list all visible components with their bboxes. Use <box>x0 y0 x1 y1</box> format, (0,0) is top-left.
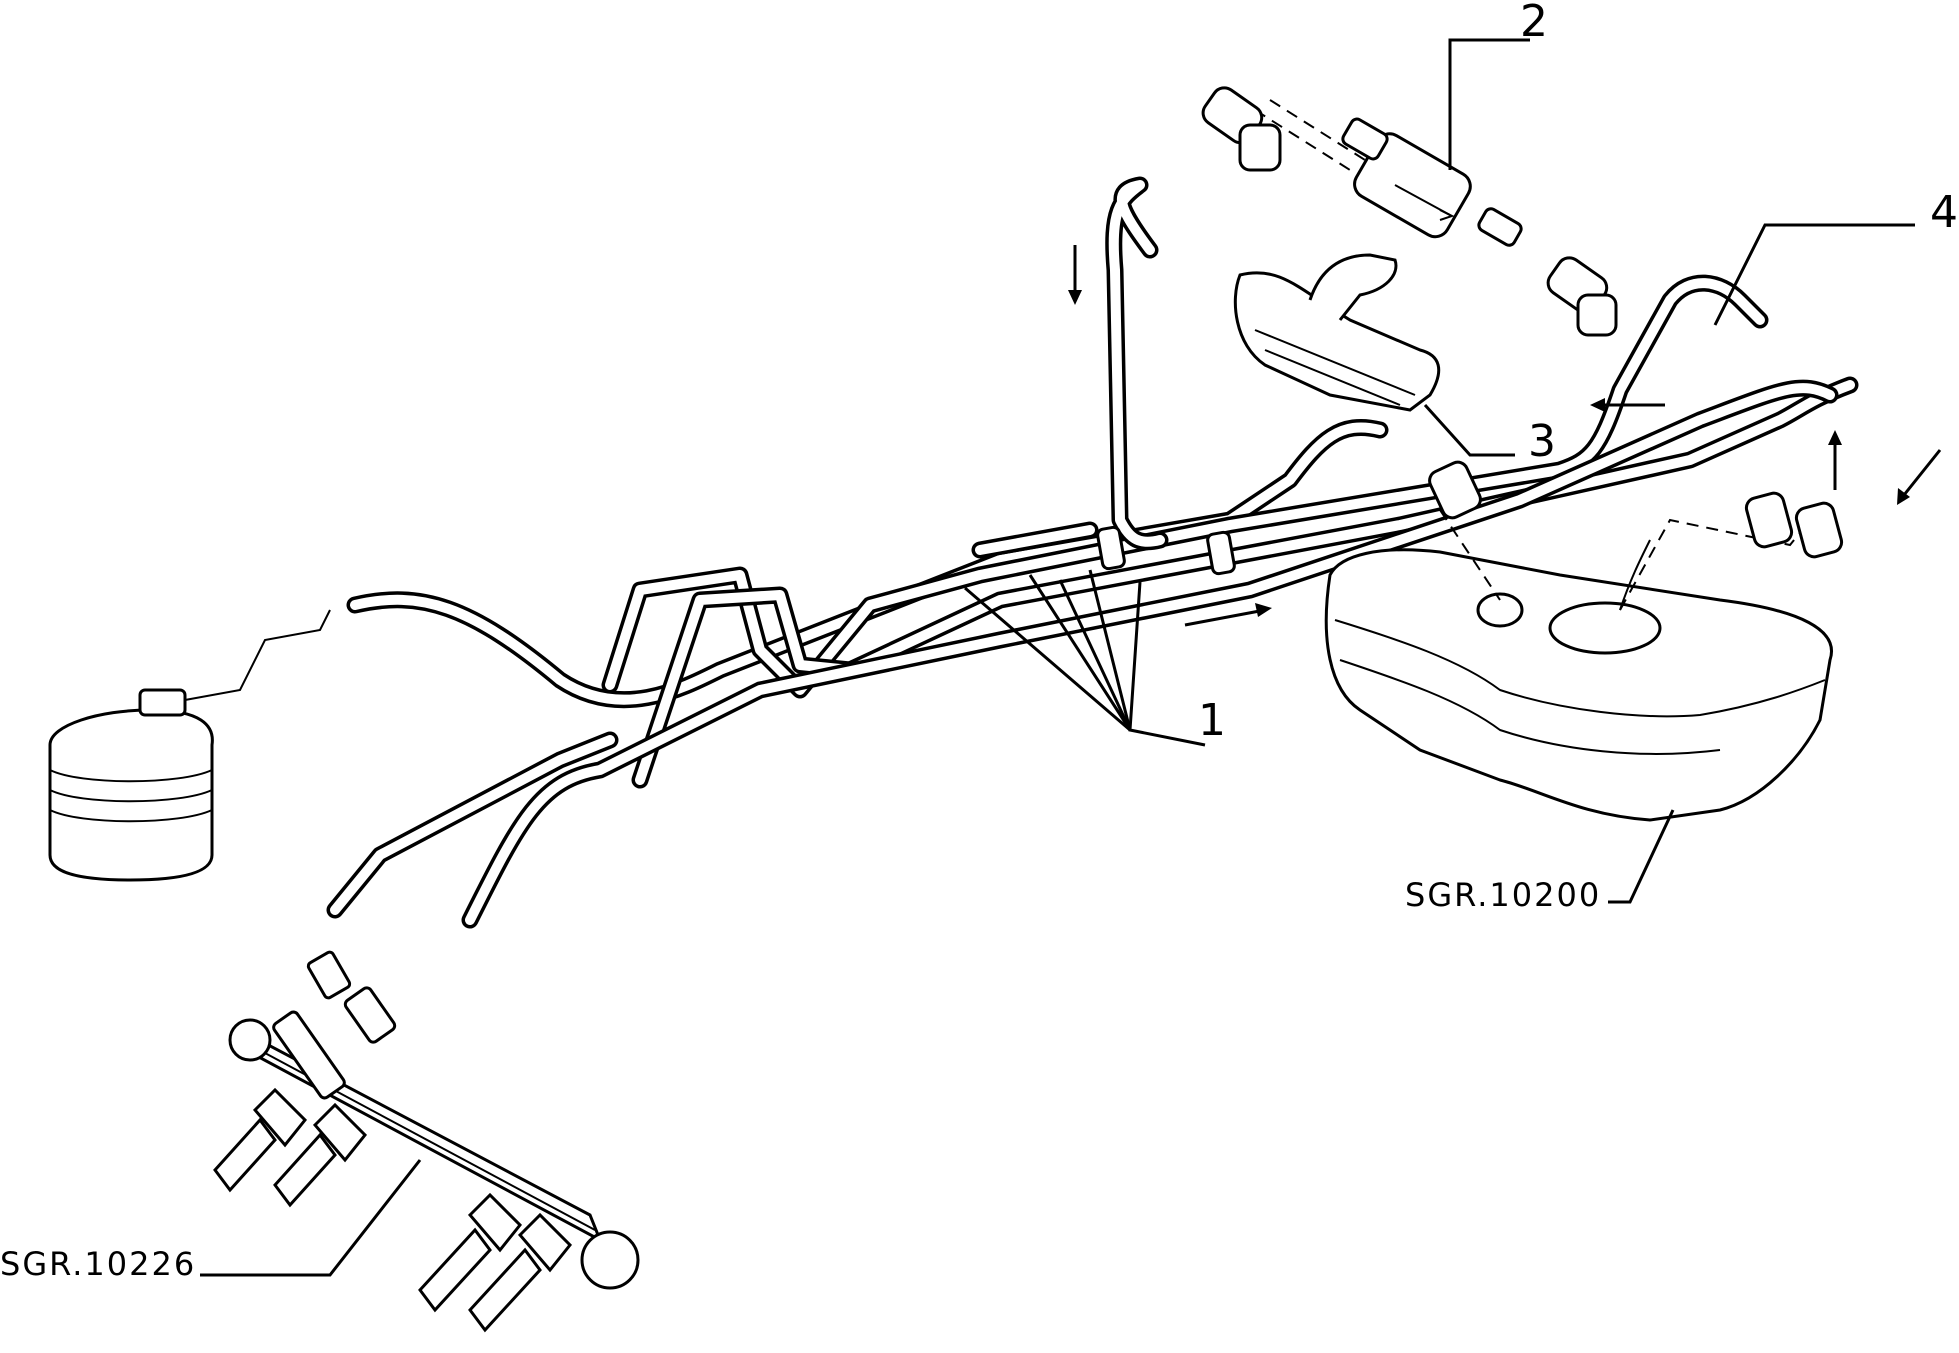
fuel-injectors <box>213 1087 573 1333</box>
quick-connector-right <box>1546 256 1618 337</box>
tank-hose-ends <box>1428 460 1844 559</box>
callout-2: 2 <box>1520 0 1548 47</box>
ref-fuel-rail: SGR.10226 <box>0 1245 196 1283</box>
quick-connector-upper <box>1201 86 1282 172</box>
callout-1: 1 <box>1198 695 1226 746</box>
fuel-rail <box>228 950 640 1290</box>
fuel-pipe-bundle <box>326 176 1859 929</box>
callout-3: 3 <box>1528 416 1556 467</box>
leader-lines <box>200 38 1915 1277</box>
callout-4: 4 <box>1930 187 1958 238</box>
carbon-canister <box>48 609 331 882</box>
pipe-clips <box>1096 525 1236 576</box>
flow-arrows <box>1068 245 1942 627</box>
fuel-tank <box>1324 539 1833 822</box>
ref-fuel-tank: SGR.10200 <box>1405 876 1601 914</box>
pipe-protection-bracket <box>1233 253 1441 412</box>
fuel-filter <box>1341 117 1523 247</box>
